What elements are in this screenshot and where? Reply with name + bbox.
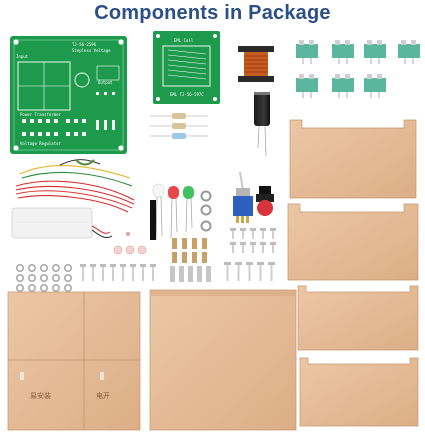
screw (240, 228, 246, 239)
resistors (150, 113, 208, 139)
screw (230, 228, 236, 239)
screw (80, 264, 86, 281)
screw (270, 228, 276, 239)
pcb-bottom-label: Voltage Regulator (20, 141, 62, 146)
screw (120, 264, 126, 281)
acrylic-panels: 易安装 电开 (7, 119, 419, 431)
hex-nut (64, 263, 73, 272)
hex-nut (27, 263, 36, 272)
pcb-corner-label: Input (16, 54, 29, 59)
hex-nut (51, 263, 60, 272)
screw (110, 264, 116, 281)
screw (235, 262, 242, 281)
hex-nut (27, 273, 36, 282)
panel-label-left: 易安装 (30, 391, 51, 400)
hex-nut (15, 283, 24, 292)
hex-nut (39, 263, 48, 272)
push-button (256, 186, 274, 216)
screw (240, 242, 246, 253)
pcb-top-label: TJ-56-2596 (72, 42, 97, 47)
screw (230, 242, 236, 253)
nuts-washers (113, 190, 212, 255)
pcb-sub-label: Stepless Voltage (72, 48, 111, 53)
terminal-block (364, 40, 386, 64)
screw (260, 242, 266, 253)
standoff (188, 266, 193, 282)
wire-bundle (15, 159, 135, 213)
screw (130, 264, 136, 281)
standoff (197, 266, 202, 282)
toggle-switch (233, 171, 253, 223)
terminal-blocks (296, 40, 420, 98)
terminal-block (398, 40, 420, 64)
pcb-block-label: Power Transformer (20, 112, 62, 117)
screw (246, 262, 253, 281)
coil-pcb: EML Coil EML TJ-56-597C (153, 31, 220, 104)
terminal-block (332, 40, 354, 64)
hex-nut (15, 273, 24, 282)
brass-standoffs (172, 238, 207, 263)
screw (100, 264, 106, 281)
heat-shrink-tube (150, 200, 156, 240)
pcb-side-label: Output (98, 80, 113, 85)
battery-holder (11, 207, 113, 239)
main-pcb: TJ-56-2596 Stepless Voltage Output Input… (10, 36, 127, 154)
terminal-block (296, 74, 318, 98)
screws-and-nuts (15, 228, 276, 292)
hex-nut (39, 283, 48, 292)
inductor-coil (238, 46, 274, 82)
screw (224, 262, 231, 281)
screw (250, 242, 256, 253)
screw (270, 242, 276, 253)
screw (90, 264, 96, 281)
leds (152, 183, 194, 241)
hex-nut (64, 283, 73, 292)
hex-nut (51, 273, 60, 282)
standoff (179, 266, 184, 282)
panel-label-right: 电开 (96, 391, 110, 400)
hex-nut (27, 283, 36, 292)
screw (260, 228, 266, 239)
hex-nut (51, 283, 60, 292)
coil-bottom-label: EML TJ-56-597C (170, 92, 204, 97)
screw (268, 262, 275, 281)
coil-top-label: EML Coil (174, 38, 194, 43)
screw (257, 262, 264, 281)
terminal-block (296, 40, 318, 64)
screw (140, 264, 146, 281)
standoff (170, 266, 175, 282)
screw (250, 228, 256, 239)
page-title: Components in Package (94, 2, 331, 24)
hex-nut (64, 273, 73, 282)
standoff (206, 266, 211, 282)
hex-nut (15, 263, 24, 272)
screw (150, 264, 156, 281)
electrolytic-capacitor (254, 92, 270, 157)
hex-nut (39, 273, 48, 282)
terminal-block (364, 74, 386, 98)
terminal-block (332, 74, 354, 98)
